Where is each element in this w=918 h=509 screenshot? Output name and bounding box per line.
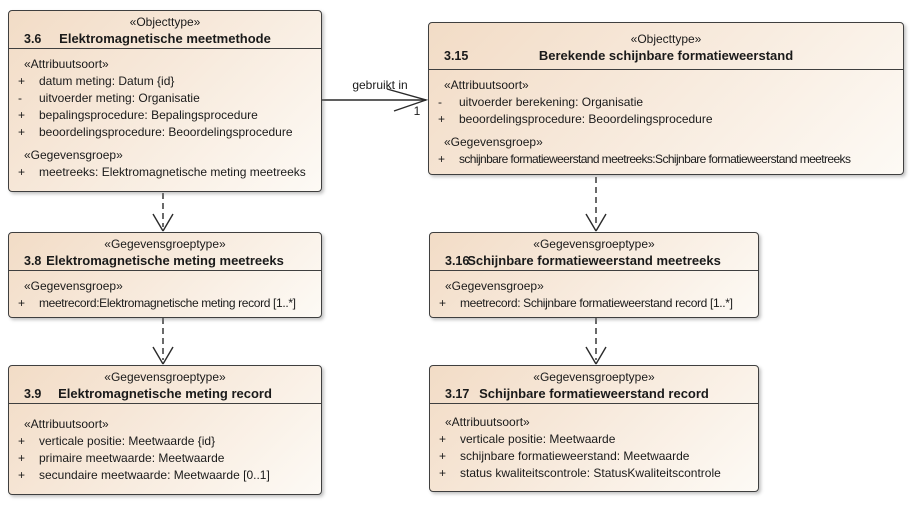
- dependency-arrow-right-bottom: [585, 318, 607, 365]
- attribute-row: + beoordelingsprocedure: Beoordelingspro…: [429, 111, 903, 128]
- section-heading: «Gegevensgroep»: [24, 148, 123, 162]
- class-body: «Gegevensgroep» + meetrecord: Schijnbare…: [430, 271, 758, 312]
- attribute-row: + schijnbare formatieweerstand meetreeks…: [429, 151, 903, 168]
- attribute-row: + datum meting: Datum {id}: [9, 73, 321, 90]
- visibility-symbol: +: [18, 451, 26, 465]
- visibility-symbol: +: [438, 152, 446, 166]
- class-header: «Gegevensgroeptype» 3.8 Elektromagnetisc…: [9, 233, 321, 271]
- attribute-row: + verticale positie: Meetwaarde: [430, 431, 758, 448]
- element-number: 3.6: [24, 32, 42, 46]
- attribute-row: + status kwaliteitscontrole: StatusKwali…: [430, 465, 758, 482]
- stereotype-label: «Gegevensgroeptype»: [104, 370, 226, 384]
- attribute-text: uitvoerder meting: Organisatie: [39, 91, 200, 105]
- section-heading: «Attribuutsoort»: [445, 415, 530, 429]
- attribute-row: + meetrecord:Elektromagnetische meting r…: [9, 295, 321, 312]
- element-number: 3.16: [445, 254, 470, 268]
- class-header: «Gegevensgroeptype» 3.16 Schijnbare form…: [430, 233, 758, 271]
- attribute-text: meetrecord:Elektromagnetische meting rec…: [39, 296, 296, 310]
- stereotype-label: «Gegevensgroeptype»: [533, 370, 655, 384]
- class-box-elektromagnetische-meting-record[interactable]: «Gegevensgroeptype» 3.9 Elektromagnetisc…: [8, 365, 322, 495]
- element-number: 3.15: [444, 49, 469, 63]
- element-title: Schijnbare formatieweerstand meetreeks: [467, 253, 721, 268]
- section-heading: «Attribuutsoort»: [24, 417, 109, 431]
- section-heading: «Attribuutsoort»: [444, 78, 529, 92]
- visibility-symbol: +: [439, 449, 447, 463]
- attribute-text: verticale positie: Meetwaarde: [460, 432, 616, 446]
- visibility-symbol: +: [18, 296, 26, 310]
- element-title: Schijnbare formatieweerstand record: [479, 386, 709, 401]
- attribute-row: + verticale positie: Meetwaarde {id}: [9, 433, 321, 450]
- element-title: Berekende schijnbare formatieweerstand: [538, 48, 794, 63]
- section-heading: «Attribuutsoort»: [24, 57, 109, 71]
- class-box-schijnbare-formatieweerstand-meetreeks[interactable]: «Gegevensgroeptype» 3.16 Schijnbare form…: [429, 232, 759, 318]
- attribute-row: + beoordelingsprocedure: Beoordelingspro…: [9, 124, 321, 141]
- visibility-symbol: +: [439, 432, 447, 446]
- visibility-symbol: +: [438, 112, 446, 126]
- visibility-symbol: -: [438, 95, 442, 109]
- dependency-arrow-left-bottom: [152, 318, 174, 365]
- dependency-arrow-right-top: [585, 177, 607, 232]
- class-header: «Gegevensgroeptype» 3.17 Schijnbare form…: [430, 366, 758, 404]
- attribute-row: + schijnbare formatieweerstand: Meetwaar…: [430, 448, 758, 465]
- visibility-symbol: +: [18, 468, 26, 482]
- attribute-text: datum meting: Datum {id}: [39, 74, 175, 88]
- class-header: «Objecttype» 3.6 Elektromagnetische meet…: [9, 11, 321, 49]
- class-body: «Attribuutsoort» + verticale positie: Me…: [9, 404, 321, 484]
- stereotype-label: «Objecttype»: [129, 15, 201, 29]
- stereotype-label: «Gegevensgroeptype»: [533, 237, 655, 251]
- visibility-symbol: -: [18, 91, 22, 105]
- class-body: «Attribuutsoort» + datum meting: Datum {…: [9, 49, 321, 181]
- attribute-text: status kwaliteitscontrole: StatusKwalite…: [460, 466, 721, 480]
- attribute-text: schijnbare formatieweerstand meetreeks:S…: [459, 152, 851, 166]
- multiplicity-label: 1: [413, 104, 421, 118]
- visibility-symbol: +: [18, 125, 26, 139]
- element-title: Elektromagnetische meetmethode: [59, 31, 271, 46]
- visibility-symbol: +: [18, 108, 26, 122]
- attribute-row: + meetreeks: Elektromagnetische meting m…: [9, 164, 321, 181]
- section-heading: «Gegevensgroep»: [444, 135, 543, 149]
- attribute-text: meetrecord: Schijnbare formatieweerstand…: [460, 296, 733, 310]
- class-header: «Objecttype» 3.15 Berekende schijnbare f…: [429, 23, 903, 70]
- visibility-symbol: +: [439, 466, 447, 480]
- attribute-row: - uitvoerder berekening: Organisatie: [429, 94, 903, 111]
- class-box-schijnbare-formatieweerstand-record[interactable]: «Gegevensgroeptype» 3.17 Schijnbare form…: [429, 365, 759, 492]
- attribute-row: + meetrecord: Schijnbare formatieweersta…: [430, 295, 758, 312]
- class-body: «Attribuutsoort» - uitvoerder berekening…: [429, 70, 903, 168]
- section-heading: «Gegevensgroep»: [445, 279, 544, 293]
- attribute-text: bepalingsprocedure: Bepalingsprocedure: [39, 108, 258, 122]
- stereotype-label: «Gegevensgroeptype»: [104, 237, 226, 251]
- element-number: 3.17: [445, 387, 470, 401]
- class-body: «Attribuutsoort» + verticale positie: Me…: [430, 404, 758, 482]
- attribute-text: verticale positie: Meetwaarde {id}: [39, 434, 216, 448]
- attribute-row: + primaire meetwaarde: Meetwaarde: [9, 450, 321, 467]
- attribute-text: schijnbare formatieweerstand: Meetwaarde: [460, 449, 690, 463]
- class-box-elektromagnetische-meetmethode[interactable]: «Objecttype» 3.6 Elektromagnetische meet…: [8, 10, 322, 192]
- class-body: «Gegevensgroep» + meetrecord:Elektromagn…: [9, 271, 321, 312]
- visibility-symbol: +: [18, 74, 26, 88]
- dependency-arrow-left-top: [152, 193, 174, 232]
- attribute-text: primaire meetwaarde: Meetwaarde: [39, 451, 225, 465]
- visibility-symbol: +: [439, 296, 447, 310]
- element-number: 3.8: [24, 254, 42, 268]
- attribute-row: + bepalingsprocedure: Bepalingsprocedure: [9, 107, 321, 124]
- attribute-text: secundaire meetwaarde: Meetwaarde [0..1]: [39, 468, 270, 482]
- visibility-symbol: +: [18, 434, 26, 448]
- attribute-text: uitvoerder berekening: Organisatie: [459, 95, 644, 109]
- element-title: Elektromagnetische meting meetreeks: [46, 253, 284, 268]
- stereotype-label: «Objecttype»: [630, 32, 702, 46]
- attribute-text: beoordelingsprocedure: Beoordelingsproce…: [459, 112, 713, 126]
- attribute-row: - uitvoerder meting: Organisatie: [9, 90, 321, 107]
- visibility-symbol: +: [18, 165, 26, 179]
- attribute-text: beoordelingsprocedure: Beoordelingsproce…: [39, 125, 293, 139]
- attribute-text: meetreeks: Elektromagnetische meting mee…: [39, 165, 306, 179]
- section-heading: «Gegevensgroep»: [24, 279, 123, 293]
- class-box-berekende-schijnbare-formatieweerstand[interactable]: «Objecttype» 3.15 Berekende schijnbare f…: [428, 22, 904, 175]
- element-title: Elektromagnetische meting record: [58, 386, 272, 401]
- attribute-row: + secundaire meetwaarde: Meetwaarde [0..…: [9, 467, 321, 484]
- association-label: gebruikt in: [352, 78, 408, 92]
- element-number: 3.9: [24, 387, 42, 401]
- class-header: «Gegevensgroeptype» 3.9 Elektromagnetisc…: [9, 366, 321, 404]
- class-box-elektromagnetische-meting-meetreeks[interactable]: «Gegevensgroeptype» 3.8 Elektromagnetisc…: [8, 232, 322, 318]
